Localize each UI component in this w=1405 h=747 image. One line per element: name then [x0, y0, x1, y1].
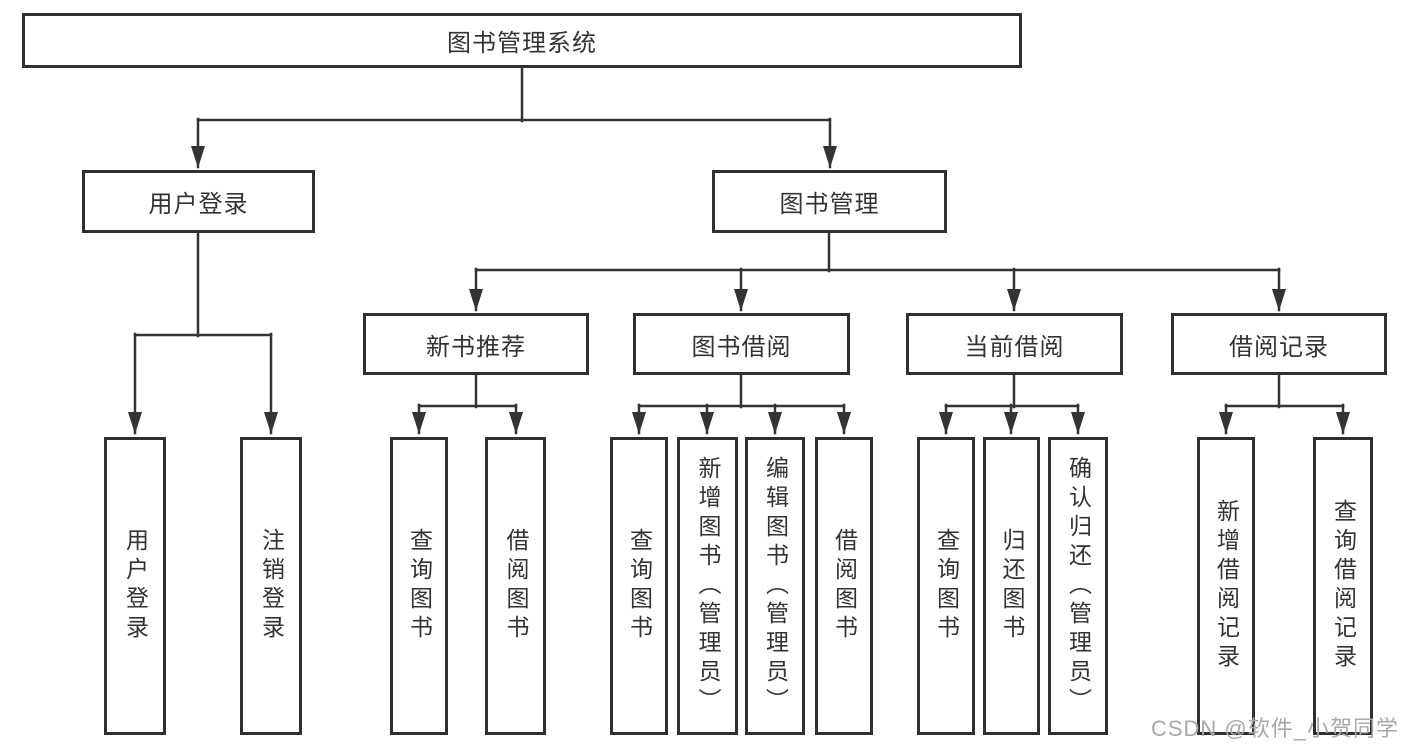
leaf-node-query-books-borrow: 查询图书 — [610, 437, 668, 735]
root-node-system-title: 图书管理系统 — [22, 13, 1022, 68]
csdn-watermark: CSDN @软件_小贺同学 — [1150, 716, 1399, 741]
leaf-node-borrow-books-recommend: 借阅图书 — [485, 437, 546, 735]
node-borrowing-records: 借阅记录 — [1171, 313, 1387, 375]
leaf-node-confirm-return-admin: 确认归还（管理员） — [1048, 437, 1108, 735]
leaf-node-borrow-books: 借阅图书 — [815, 437, 873, 735]
leaf-node-add-borrow-record: 新增借阅记录 — [1197, 437, 1255, 735]
leaf-node-user-login: 用户登录 — [104, 437, 166, 735]
leaf-node-add-books-admin: 新增图书（管理员） — [677, 437, 738, 735]
leaf-node-query-borrow-record: 查询借阅记录 — [1313, 437, 1373, 735]
node-current-borrowing: 当前借阅 — [906, 313, 1123, 375]
leaf-node-return-books: 归还图书 — [983, 437, 1040, 735]
node-book-borrowing: 图书借阅 — [633, 313, 850, 375]
node-user-login: 用户登录 — [82, 170, 315, 233]
leaf-node-query-books-recommend: 查询图书 — [390, 437, 448, 735]
node-book-management: 图书管理 — [712, 170, 947, 233]
leaf-node-edit-books-admin: 编辑图书（管理员） — [745, 437, 805, 735]
leaf-node-query-books-current: 查询图书 — [917, 437, 975, 735]
leaf-node-logout: 注销登录 — [240, 437, 302, 735]
node-new-book-recommendation: 新书推荐 — [363, 313, 589, 375]
